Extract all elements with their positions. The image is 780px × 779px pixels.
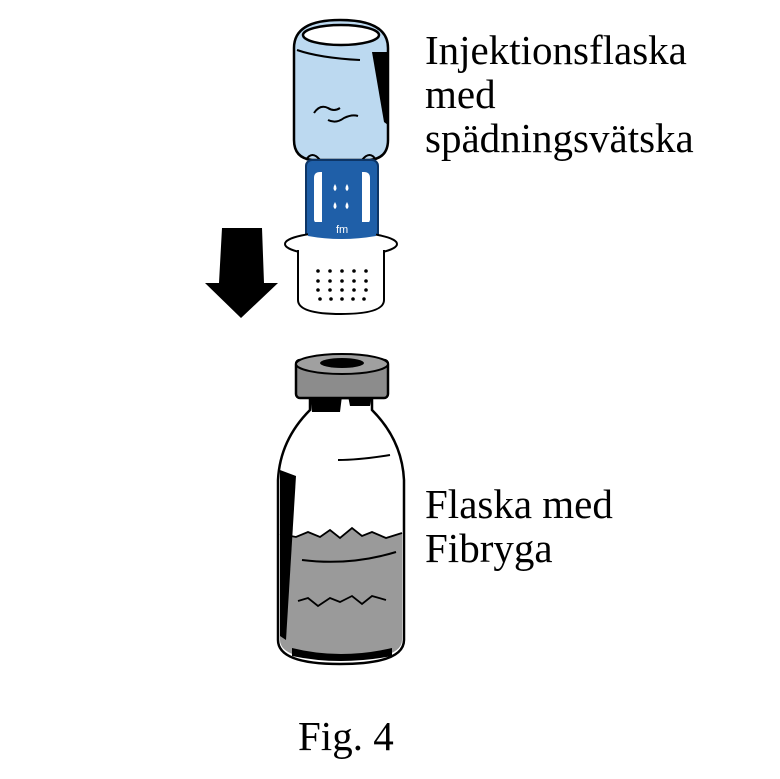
- label-line: spädningsvätska: [425, 115, 694, 161]
- label-line: med: [425, 71, 496, 117]
- fibryga-vial-label: Flaska med Fibryga: [425, 482, 613, 570]
- water-drops-icon: [333, 184, 349, 209]
- vent-holes: [316, 269, 368, 301]
- label-line: Flaska med: [425, 481, 613, 527]
- diluent-vial: [292, 18, 390, 162]
- figure-caption: Fig. 4: [298, 713, 394, 759]
- adapter-logo: fm: [336, 224, 348, 236]
- label-line: Injektionsflaska: [425, 27, 687, 73]
- down-arrow-icon: [205, 228, 278, 318]
- diluent-vial-label: Injektionsflaska med spädningsvätska: [425, 28, 694, 160]
- transfer-adapter: fm: [284, 159, 398, 316]
- label-line: Fibryga: [425, 525, 553, 571]
- fibryga-vial: [276, 353, 406, 666]
